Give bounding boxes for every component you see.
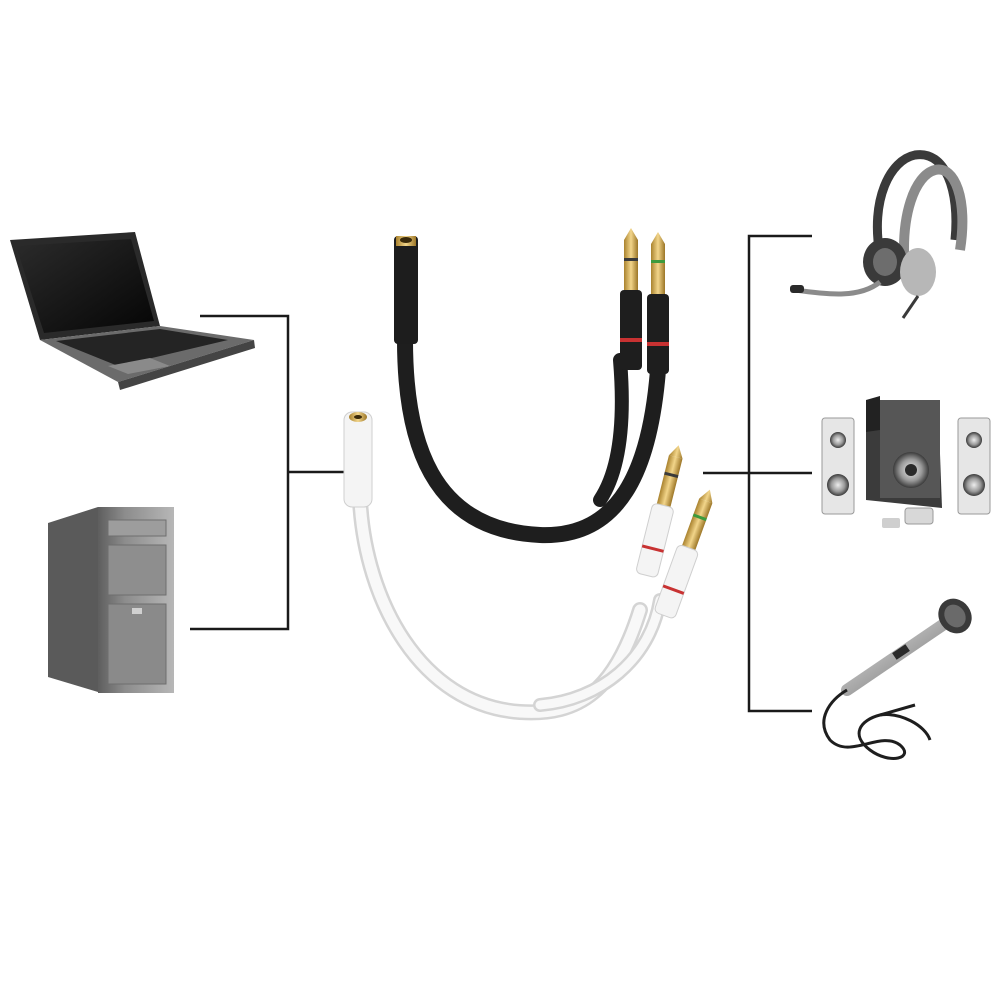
microphone-icon — [822, 598, 972, 760]
white-plug-headphone — [654, 489, 713, 619]
black-y-splitter-cable-icon — [394, 228, 669, 544]
connector-lines — [190, 234, 812, 713]
white-plug-mic — [636, 445, 683, 578]
white-y-splitter-cable-icon — [343, 411, 713, 721]
headset-icon — [790, 150, 968, 319]
laptop-icon — [10, 232, 255, 390]
black-plug-mic — [620, 228, 642, 370]
desktop-tower-icon — [48, 507, 174, 693]
black-plug-headphone — [647, 232, 669, 374]
speaker-system-icon — [821, 396, 991, 528]
